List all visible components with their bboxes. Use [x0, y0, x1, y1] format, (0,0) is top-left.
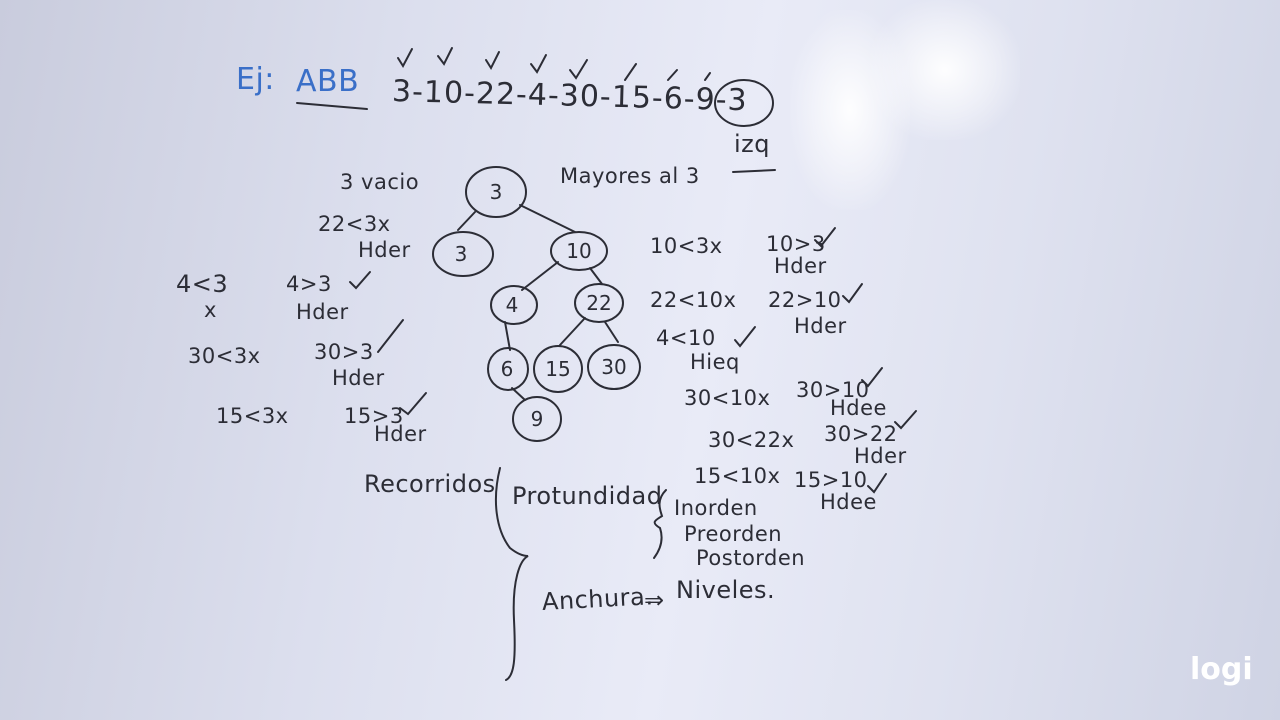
izq-note: izq	[734, 130, 770, 158]
tree-edge	[457, 211, 476, 231]
check-mark	[894, 410, 917, 430]
tree-node-circle	[574, 283, 624, 323]
logi-watermark: logi	[1190, 652, 1253, 687]
tree-node: 9	[531, 407, 544, 431]
postorden-label: Postorden	[696, 546, 806, 570]
abb-label: ABB	[296, 64, 360, 99]
tree-node-left: 3	[455, 242, 468, 266]
note: 22>10	[768, 288, 842, 312]
note: 30>22	[824, 422, 898, 446]
note: 30<22x	[708, 428, 795, 452]
tree-edge	[604, 321, 619, 343]
note: Hder	[358, 238, 411, 262]
example-label: Ej:	[236, 62, 275, 97]
check-mark	[569, 59, 588, 80]
note: 30<10x	[684, 386, 771, 410]
note: 30<3x	[188, 344, 261, 368]
note: 4<3	[176, 270, 229, 298]
check-mark	[867, 473, 887, 494]
tree-node: 22	[586, 291, 611, 315]
izq-underline	[732, 169, 776, 173]
preorden-label: Preorden	[684, 522, 783, 546]
note: Hder	[794, 314, 847, 338]
check-mark	[377, 319, 404, 353]
check-mark	[704, 72, 711, 81]
note: 22<10x	[650, 288, 737, 312]
note-vacio: 3 vacio	[340, 170, 420, 194]
inorden-label: Inorden	[674, 496, 758, 520]
tree-node: 30	[601, 355, 626, 379]
tree-node-circle	[465, 166, 527, 218]
note: 30>3	[314, 340, 374, 364]
tree-node-circle	[587, 344, 641, 390]
note: Hder	[854, 444, 907, 468]
check-mark	[437, 47, 453, 66]
check-mark	[814, 227, 836, 248]
note: Hdee	[830, 396, 887, 420]
tree-edge	[521, 261, 559, 291]
note: Hder	[332, 366, 385, 390]
check-mark	[485, 51, 500, 71]
anchura-label: Anchura.	[541, 582, 655, 616]
note: 10<3x	[650, 234, 723, 258]
tree-edge	[589, 267, 603, 285]
tree-node-root: 3	[490, 180, 503, 204]
note: Hder	[774, 254, 827, 278]
abb-underline	[296, 102, 368, 110]
note: 22<3x	[318, 212, 391, 236]
tree-node: 6	[501, 357, 514, 381]
tree-node-circle	[432, 231, 494, 277]
check-mark	[397, 48, 413, 69]
tree-node: 4	[506, 293, 519, 317]
note: 10>3	[766, 232, 826, 256]
check-mark	[349, 271, 371, 290]
niveles-label: Niveles.	[676, 576, 776, 604]
note: Hieq	[690, 350, 740, 374]
tree-node-circle	[512, 396, 562, 442]
check-mark	[399, 392, 427, 416]
implies-arrow: ⇒	[644, 586, 665, 614]
tree-node-right: 10	[566, 239, 591, 263]
profundidad-brace	[653, 489, 667, 559]
note: 15>3	[344, 404, 404, 428]
check-mark	[667, 69, 678, 81]
note: 15<10x	[694, 464, 781, 488]
check-mark	[861, 367, 883, 388]
check-mark	[530, 54, 547, 74]
recorridos-brace	[494, 467, 529, 681]
note: 15>10	[794, 468, 868, 492]
note: 30>10	[796, 378, 870, 402]
recorridos-label: Recorridos	[364, 470, 496, 498]
tree-edge	[559, 317, 586, 346]
note: Hdee	[820, 490, 877, 514]
note: x	[204, 298, 217, 322]
note-mayores: Mayores al 3	[560, 164, 700, 188]
tree-node: 15	[545, 357, 570, 381]
tree-node-circle	[533, 345, 583, 393]
check-mark	[842, 283, 863, 304]
tree-edge	[519, 204, 576, 233]
tree-node-circle	[490, 285, 538, 325]
note: Hder	[296, 300, 349, 324]
note: Hder	[374, 422, 427, 446]
tree-edge	[504, 321, 511, 351]
check-mark	[734, 326, 756, 348]
note: 15<3x	[216, 404, 289, 428]
note: 4>3	[286, 272, 332, 296]
tree-node-circle	[550, 231, 608, 271]
note: 4<10	[656, 326, 716, 350]
sequence-highlight-circle	[714, 79, 774, 127]
check-mark	[624, 63, 637, 81]
profundidad-label: Protundidad	[512, 482, 663, 510]
tree-node-circle	[487, 347, 529, 391]
light-glare	[870, 0, 1020, 140]
